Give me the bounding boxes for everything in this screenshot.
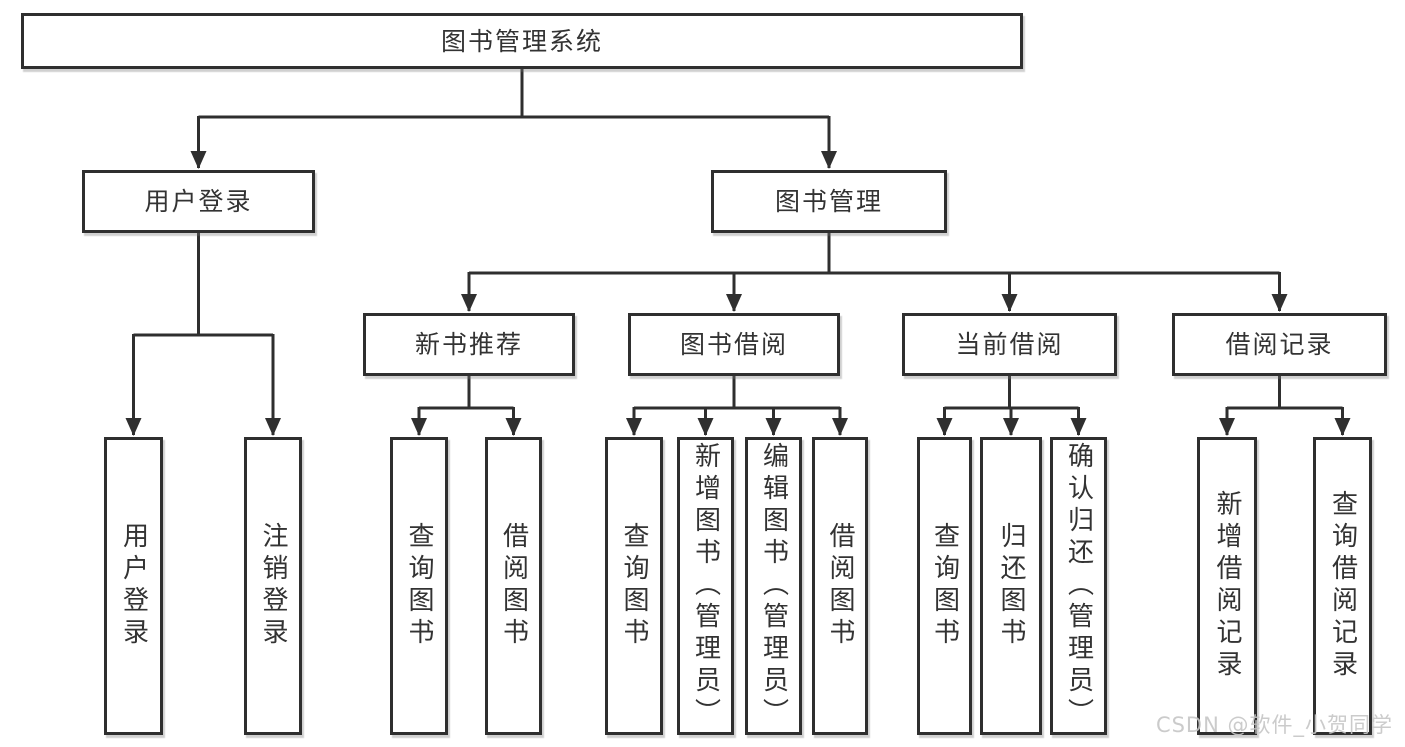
tree-node-leaf-query-record: 查询借阅记录 <box>1313 437 1372 735</box>
connector-stem <box>419 376 514 410</box>
connector-stem <box>634 376 840 410</box>
tree-node-leaf-user-login: 用户登录 <box>104 437 163 735</box>
tree-node-book-borrow: 图书借阅 <box>628 313 840 376</box>
connector-stem <box>469 233 1280 275</box>
node-label: 查询图书 <box>619 522 649 650</box>
node-label: 图书管理系统 <box>440 26 603 56</box>
tree-node-book-mgmt: 图书管理 <box>711 170 947 233</box>
node-label: 借阅记录 <box>1225 330 1334 359</box>
tree-node-leaf-edit-book: 编辑图书（管理员） <box>745 437 802 735</box>
connector-stem <box>1227 376 1343 410</box>
tree-node-leaf-borrow-book-1: 借阅图书 <box>485 437 542 735</box>
node-label: 用户登录 <box>144 187 253 216</box>
node-label: 编辑图书（管理员） <box>758 442 789 730</box>
tree-node-leaf-return-book: 归还图书 <box>980 437 1042 735</box>
tree-node-leaf-query-book-3: 查询图书 <box>917 437 972 735</box>
node-label: 借阅图书 <box>825 522 855 650</box>
tree-node-leaf-query-book-1: 查询图书 <box>390 437 448 735</box>
node-label: 新增借阅记录 <box>1212 490 1242 682</box>
tree-node-borrow-records: 借阅记录 <box>1172 313 1387 376</box>
tree-node-leaf-add-record: 新增借阅记录 <box>1197 437 1257 735</box>
connector-stem <box>944 376 1079 410</box>
node-label: 注销登录 <box>258 522 288 650</box>
node-label: 确认归还（管理员） <box>1063 442 1094 730</box>
tree-node-root: 图书管理系统 <box>21 13 1023 69</box>
tree-node-leaf-confirm-return: 确认归还（管理员） <box>1050 437 1107 735</box>
node-label: 归还图书 <box>996 522 1026 650</box>
node-label: 查询图书 <box>404 522 434 650</box>
tree-node-leaf-logout: 注销登录 <box>244 437 302 735</box>
tree-node-leaf-query-book-2: 查询图书 <box>605 437 663 735</box>
node-label: 图书借阅 <box>679 330 788 359</box>
tree-node-user-login-group: 用户登录 <box>82 170 315 233</box>
connector-stem <box>198 69 829 119</box>
node-label: 当前借阅 <box>955 330 1064 359</box>
node-label: 查询图书 <box>929 522 960 650</box>
tree-node-leaf-add-book: 新增图书（管理员） <box>677 437 734 735</box>
connector-stem <box>133 233 273 337</box>
node-label: 查询借阅记录 <box>1327 490 1358 682</box>
node-label: 新增图书（管理员） <box>690 442 721 730</box>
node-label: 图书管理 <box>774 187 883 216</box>
node-label: 用户登录 <box>118 522 149 650</box>
node-label: 新书推荐 <box>414 330 523 359</box>
tree-node-new-book-rec: 新书推荐 <box>363 313 575 376</box>
tree-node-leaf-borrow-book-2: 借阅图书 <box>812 437 868 735</box>
tree-node-current-borrow: 当前借阅 <box>902 313 1117 376</box>
node-label: 借阅图书 <box>498 522 529 650</box>
